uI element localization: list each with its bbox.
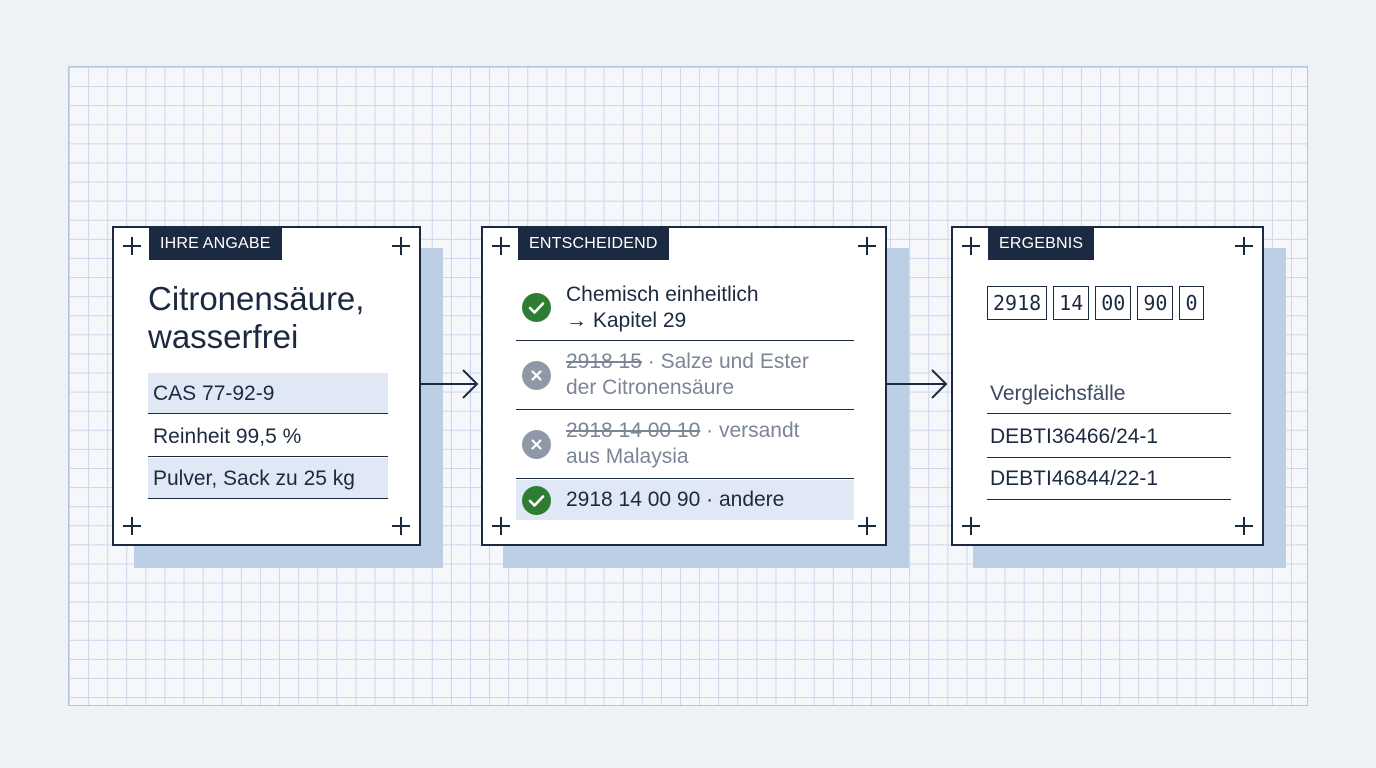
check-circle-icon — [522, 293, 551, 322]
product-title: Citronensäure, wasserfrei — [148, 280, 365, 355]
x-circle-icon — [522, 430, 551, 459]
fact-packaging: Pulver, Sack zu 25 kg — [148, 458, 388, 499]
code-segment: 90 — [1137, 286, 1174, 320]
excluded-code: 2918 15 — [566, 350, 642, 373]
comparison-case: DEBTI46844/22-1 — [987, 458, 1231, 500]
corner-plus-icon — [392, 237, 410, 255]
fact-purity: Reinheit 99,5 % — [148, 416, 388, 457]
corner-plus-icon — [492, 517, 510, 535]
input-card: IHRE ANGABE Citronensäure, wasserfrei CA… — [112, 226, 421, 546]
corner-plus-icon — [962, 517, 980, 535]
corner-plus-icon — [1235, 237, 1253, 255]
arrow-right-icon — [886, 369, 948, 399]
step-text: 2918 15 · Salze und Ester der Citronensä… — [566, 350, 809, 399]
code-segment: 2918 — [987, 286, 1048, 320]
corner-plus-icon — [392, 517, 410, 535]
x-circle-icon — [522, 361, 551, 390]
tariff-code: 2918 14 00 90 0 — [987, 286, 1204, 320]
step-text: 2918 14 00 10 · versandt aus Malaysia — [566, 419, 800, 468]
code-segment: 00 — [1095, 286, 1132, 320]
decision-step-final: 2918 14 00 90 · andere — [516, 480, 854, 520]
corner-plus-icon — [858, 237, 876, 255]
corner-plus-icon — [123, 237, 141, 255]
decision-step: 2918 15 · Salze und Ester der Citronensä… — [516, 341, 854, 410]
corner-plus-icon — [123, 517, 141, 535]
comparison-case: DEBTI36466/24-1 — [987, 416, 1231, 458]
fact-cas: CAS 77-92-9 — [148, 373, 388, 414]
corner-plus-icon — [492, 237, 510, 255]
result-card-tag: ERGEBNIS — [988, 227, 1095, 260]
input-card-tag: IHRE ANGABE — [149, 227, 282, 260]
result-card: ERGEBNIS 2918 14 00 90 0 Vergleichsfälle… — [951, 226, 1264, 546]
decision-step: 2918 14 00 10 · versandt aus Malaysia — [516, 410, 854, 479]
decision-card-tag: ENTSCHEIDEND — [518, 227, 669, 260]
code-segment: 0 — [1179, 286, 1204, 320]
check-circle-icon — [522, 486, 551, 515]
step-text: Chemisch einheitlich → Kapitel 29 — [566, 283, 759, 332]
code-segment: 14 — [1053, 286, 1090, 320]
step-text: 2918 14 00 90 · andere — [566, 488, 785, 511]
corner-plus-icon — [858, 517, 876, 535]
decision-step: Chemisch einheitlich → Kapitel 29 — [516, 278, 854, 341]
excluded-code: 2918 14 00 10 — [566, 419, 701, 442]
decision-card: ENTSCHEIDEND Chemisch einheitlich → Kapi… — [481, 226, 887, 546]
comparison-label: Vergleichsfälle — [987, 373, 1231, 414]
corner-plus-icon — [1235, 517, 1253, 535]
corner-plus-icon — [962, 237, 980, 255]
arrow-right-icon — [419, 369, 479, 399]
